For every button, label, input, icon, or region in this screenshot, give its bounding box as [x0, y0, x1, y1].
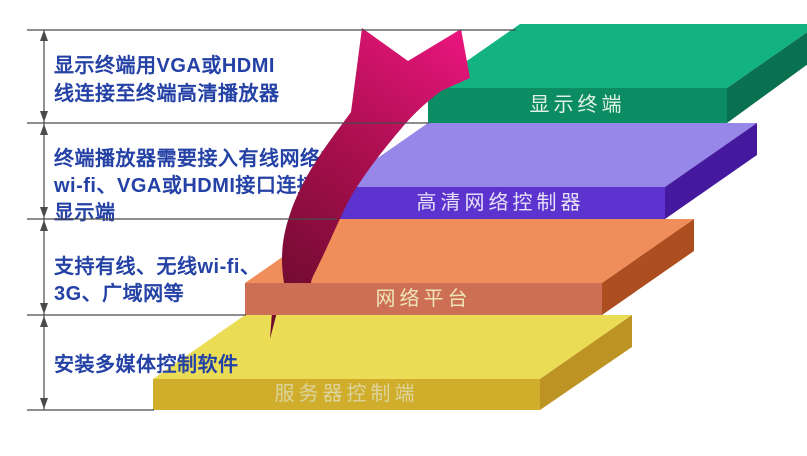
annotation-line: 安装多媒体控制软件 — [54, 354, 239, 376]
step-network-platform-front-face — [245, 283, 602, 315]
step-label-hd-network-controller: 高清网络控制器 — [416, 192, 585, 214]
annotation-line: 显示端 — [54, 202, 116, 224]
step-server-control-side-face — [540, 315, 632, 410]
growth-arrow-tail-tip — [270, 312, 277, 339]
annotation-line: 支持有线、无线wi-fi、 — [54, 256, 261, 278]
step-server-control — [153, 315, 632, 410]
annotation-line: wi-fi、VGA或HDMI接口连接至 — [54, 175, 338, 197]
step-label-network-platform: 网络平台 — [375, 288, 472, 310]
step-display-terminal — [428, 24, 807, 123]
annotation-server-software: 安装多媒体控制软件 — [54, 351, 239, 379]
annotation-line: 终端播放器需要接入有线网络或 — [54, 148, 341, 170]
annotation-player-network: 终端播放器需要接入有线网络或 wi-fi、VGA或HDMI接口连接至 显示端 — [54, 146, 341, 227]
step-label-display-terminal: 显示终端 — [529, 94, 626, 116]
annotation-display-connection: 显示终端用VGA或HDMI 线连接至终端高清播放器 — [54, 52, 280, 108]
step-display-terminal-front-face — [428, 88, 727, 123]
step-server-control-front-face — [153, 379, 540, 410]
step-display-terminal-top-face — [428, 24, 807, 88]
step-display-terminal-side-face — [727, 32, 807, 123]
annotation-line: 3G、广域网等 — [54, 283, 185, 305]
annotation-network-support: 支持有线、无线wi-fi、 3G、广域网等 — [54, 254, 261, 308]
annotation-line: 显示终端用VGA或HDMI — [54, 55, 275, 77]
step-hd-network-controller-side-face — [665, 123, 757, 219]
step-network-platform-side-face — [602, 219, 694, 315]
step-server-control-top-face — [153, 315, 632, 379]
step-label-server-control: 服务器控制端 — [274, 383, 419, 405]
annotation-line: 线连接至终端高清播放器 — [54, 83, 280, 105]
